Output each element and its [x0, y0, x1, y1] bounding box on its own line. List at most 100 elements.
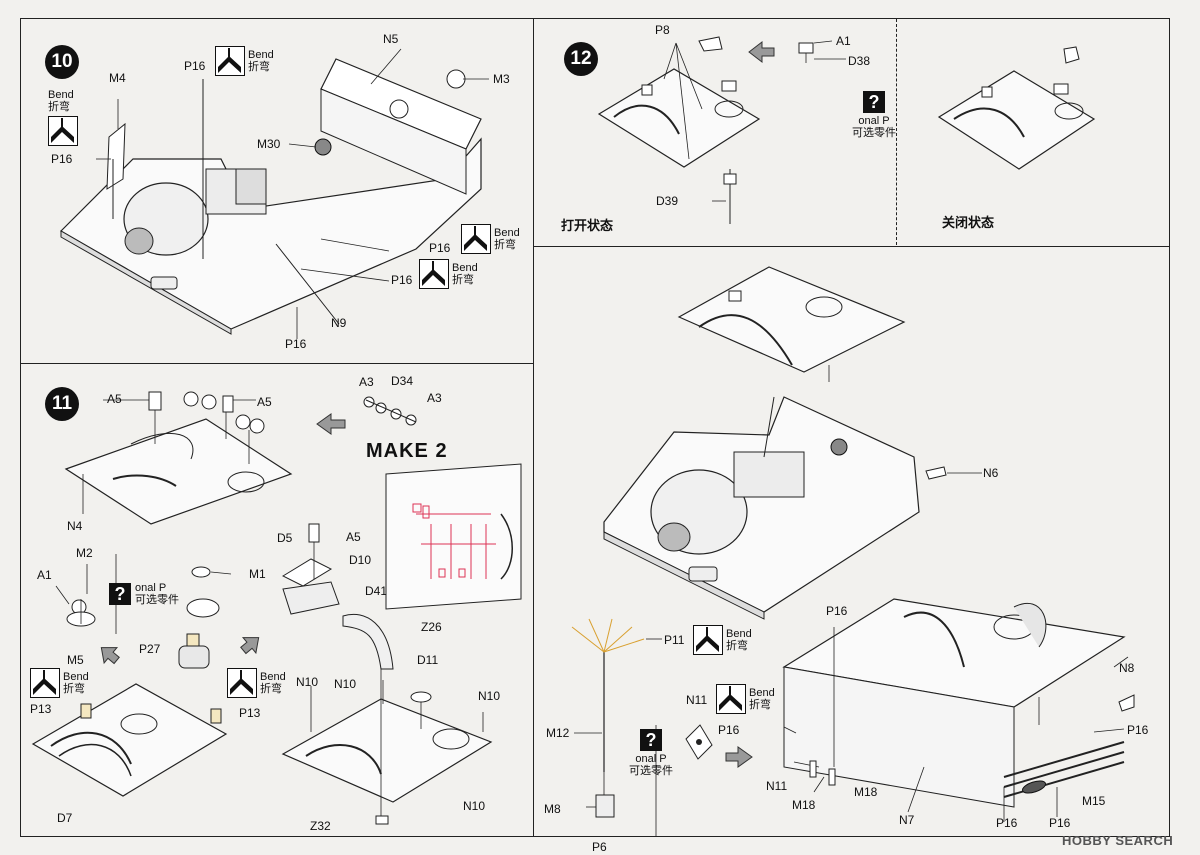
label-p13-left: P13: [30, 702, 52, 716]
final-assembly-panel: N6 P16 P11 N8 N11 M12 P16 P16 N11 M18 M1…: [533, 246, 1170, 837]
question-icon: ?: [863, 91, 885, 113]
bend-label-zh: 折弯: [494, 239, 516, 251]
label-z32: Z32: [310, 819, 331, 833]
label-m2: M2: [76, 546, 93, 560]
bend-label: Bend: [726, 628, 752, 640]
label-m18-right: M18: [854, 785, 878, 799]
label-p16-bottom-mid: P16: [996, 816, 1018, 830]
label-p16-mid: P16: [429, 241, 451, 255]
label-n10-a: N10: [296, 675, 319, 689]
label-d7: D7: [57, 811, 73, 825]
make-2-note: MAKE 2: [366, 440, 448, 462]
label-a5-left: A5: [107, 392, 122, 406]
bend-label: Bend: [260, 671, 286, 683]
label-m18-left: M18: [792, 798, 816, 812]
label-p16-right: P16: [1127, 723, 1149, 737]
bend-icon: [693, 625, 723, 655]
label-p16-top: P16: [184, 59, 206, 73]
label-p16-low: P16: [391, 273, 413, 287]
label-d5: D5: [277, 531, 293, 545]
question-icon: ?: [640, 729, 662, 751]
open-state-caption: 打开状态: [561, 218, 614, 233]
label-p16-bottom: P16: [285, 337, 307, 351]
label-m8: M8: [544, 802, 561, 816]
label-p16-left: P16: [51, 152, 73, 166]
bend-icon: [30, 668, 60, 698]
step-10-panel: 10 M4 P16 P16 N5: [20, 18, 534, 364]
optional-label-zh: 可选零件: [852, 127, 896, 139]
label-p8: P8: [655, 23, 670, 37]
label-n10-b: N10: [334, 677, 357, 691]
label-p13-right: P13: [239, 706, 261, 720]
question-icon: ?: [109, 583, 131, 605]
label-m5: M5: [67, 653, 84, 667]
label-a1: A1: [836, 34, 851, 48]
bend-label-zh: 折弯: [48, 101, 70, 113]
label-n5: N5: [383, 32, 399, 46]
label-p16-bottom-right: P16: [1049, 816, 1071, 830]
bend-label-zh: 折弯: [452, 274, 474, 286]
divider-dashed: [896, 19, 897, 245]
bend-icon: [227, 668, 257, 698]
label-m1: M1: [249, 567, 266, 581]
bend-label: Bend: [63, 671, 89, 683]
bend-icon: [461, 224, 491, 254]
label-m3: M3: [493, 72, 510, 86]
label-a5-right: A5: [257, 395, 272, 409]
optional-label-zh: 可选零件: [629, 765, 673, 777]
label-m30: M30: [257, 137, 281, 151]
step-number-12: 12: [564, 42, 598, 76]
label-z26: Z26: [421, 620, 442, 634]
label-a5-mid: A5: [346, 530, 361, 544]
step-12-panel: 12 P8 A1 D38 D39 打开状态 关闭状态 ? o: [533, 18, 1170, 247]
bend-icon: [419, 259, 449, 289]
label-n7: N7: [899, 813, 915, 827]
label-m15: M15: [1082, 794, 1106, 808]
label-d41: D41: [365, 584, 388, 598]
label-p27: P27: [139, 642, 161, 656]
bend-label: Bend: [48, 89, 74, 101]
optional-label: onal P: [858, 115, 890, 127]
bend-label: Bend: [452, 262, 478, 274]
bend-icon: [716, 684, 746, 714]
watermark: HOBBY SEARCH: [1062, 833, 1174, 848]
label-d10: D10: [349, 553, 372, 567]
step-11-drawing: [31, 391, 522, 825]
optional-label-zh: 可选零件: [135, 594, 179, 606]
step-number-10: 10: [45, 45, 79, 79]
step-12-drawing: [597, 36, 1096, 224]
page-number: P6: [592, 840, 607, 854]
step-11-panel: 11: [20, 363, 534, 837]
label-n4: N4: [67, 519, 83, 533]
label-n6: N6: [983, 466, 999, 480]
label-a1: A1: [37, 568, 52, 582]
label-p16-left: P16: [718, 723, 740, 737]
final-assembly-drawing: [571, 266, 1135, 837]
closed-state-caption: 关闭状态: [942, 215, 995, 230]
bend-label: Bend: [494, 227, 520, 239]
label-n10-c: N10: [478, 689, 501, 703]
label-n10-d: N10: [463, 799, 486, 813]
label-m4: M4: [109, 71, 126, 85]
bend-icon: [215, 46, 245, 76]
bend-label: Bend: [749, 687, 775, 699]
bend-label-zh: 折弯: [63, 683, 85, 695]
bend-label-zh: 折弯: [726, 640, 748, 652]
label-d11: D11: [417, 653, 439, 667]
label-a3-right: A3: [427, 391, 442, 405]
label-n8: N8: [1119, 661, 1135, 675]
label-n9: N9: [331, 316, 347, 330]
label-n11-top: N11: [686, 693, 708, 707]
label-p16-top: P16: [826, 604, 848, 618]
label-d38: D38: [848, 54, 871, 68]
